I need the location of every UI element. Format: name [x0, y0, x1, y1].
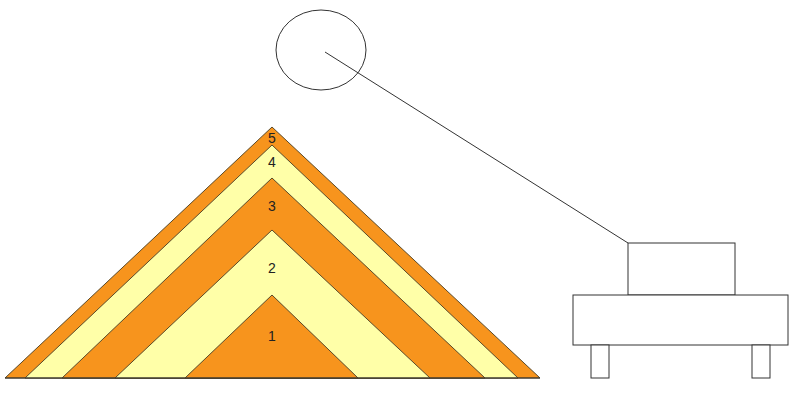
layer-number: 1 [268, 328, 276, 344]
beam-line [325, 52, 628, 243]
device-table [573, 295, 788, 345]
layer-band: 2 [266, 260, 278, 276]
ground-line [5, 377, 540, 378]
band-shape [5, 127, 540, 378]
layer-band: 5 [266, 130, 278, 146]
layer-band: 3 [266, 198, 278, 214]
device-leg [752, 345, 770, 378]
layer-number: 5 [268, 130, 276, 146]
band-shape [25, 145, 518, 378]
band-shape [62, 178, 485, 378]
layer-number: 2 [268, 260, 276, 276]
layer-band: 1 [266, 328, 278, 344]
device-head [628, 243, 735, 295]
band-shape [115, 230, 430, 378]
layer-number: 4 [268, 154, 276, 170]
source-circle [276, 10, 366, 90]
device-leg [591, 345, 609, 378]
layer-band: 4 [266, 154, 278, 170]
band-shape [185, 295, 358, 378]
layer-number: 3 [268, 198, 276, 214]
